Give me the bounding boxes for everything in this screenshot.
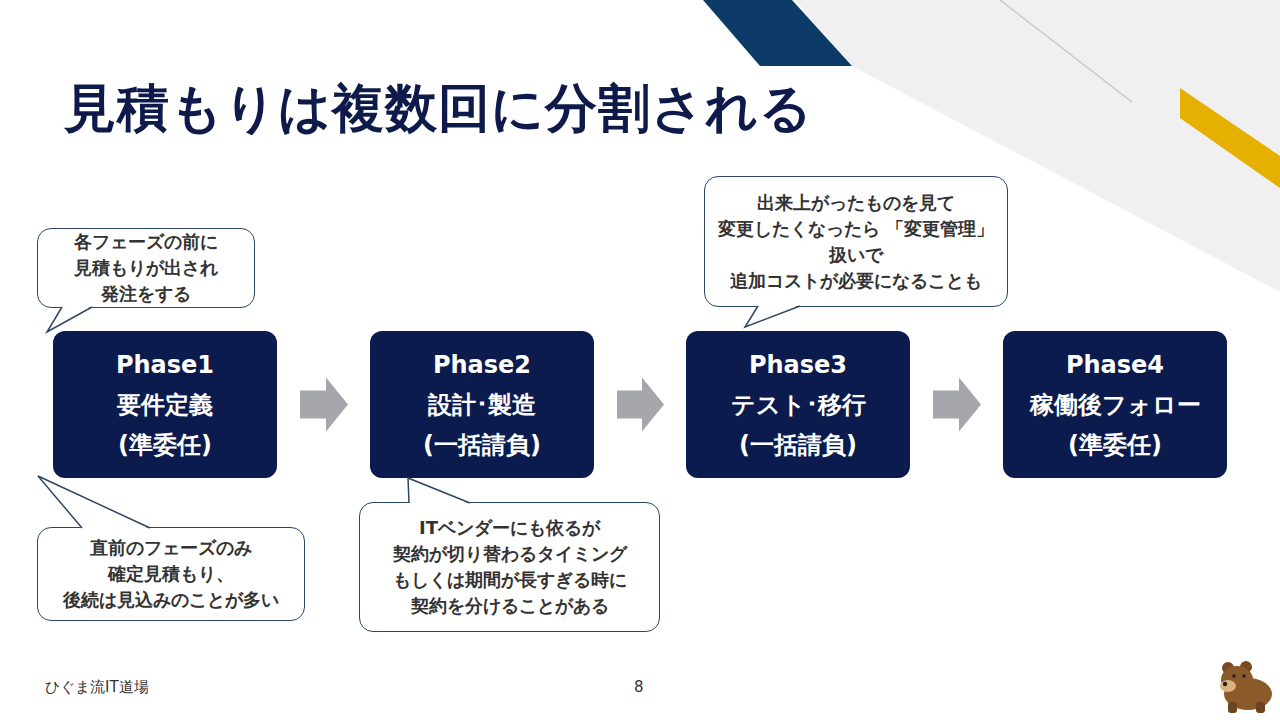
callout-tail <box>745 305 800 327</box>
block-arrow <box>617 378 664 432</box>
yellow-stripe <box>1180 88 1280 188</box>
callout-text: 出来上がったものを見て 変更したくなったら 「変更管理」扱いで 追加コストが必要… <box>705 190 1007 294</box>
callout-text-holder: 直前のフェーズのみ 確定見積もり、 後続は見込みのことが多い <box>38 535 304 613</box>
callout-tail <box>408 478 470 503</box>
callout-tail <box>745 306 800 327</box>
phase-box: Phase3テスト･移行(一括請負) <box>686 331 910 478</box>
phase-heading: Phase4 <box>1066 345 1164 385</box>
speech-callout: 直前のフェーズのみ 確定見積もり、 後続は見込みのことが多い <box>37 527 305 621</box>
callout-text: 直前のフェーズのみ 確定見積もり、 後続は見込みのことが多い <box>38 535 304 613</box>
thin-line <box>1000 0 1132 102</box>
callout-tail <box>47 306 92 332</box>
callout-tail <box>408 478 470 504</box>
speech-callout: 出来上がったものを見て 変更したくなったら 「変更管理」扱いで 追加コストが必要… <box>704 176 1008 307</box>
callout-tail <box>38 476 150 529</box>
callout-text-holder: 出来上がったものを見て 変更したくなったら 「変更管理」扱いで 追加コストが必要… <box>705 190 1007 294</box>
block-arrow <box>300 378 348 432</box>
phase-box: Phase4稼働後フォロー(準委任) <box>1003 331 1227 478</box>
speech-callout: 各フェーズの前に 見積もりが出され 発注をする <box>37 228 255 308</box>
phase-body: (一括請負) <box>423 425 541 465</box>
slide-title: 見積もりは複数回に分割される <box>64 74 813 144</box>
phase-heading: Phase2 <box>433 345 531 385</box>
callout-text: 各フェーズの前に 見積もりが出され 発注をする <box>38 229 254 307</box>
callout-text-holder: 各フェーズの前に 見積もりが出され 発注をする <box>38 229 254 307</box>
callout-text-holder: ITベンダーにも依るが 契約が切り替わるタイミング もしくは期間が長すぎる時に … <box>360 515 659 619</box>
callout-text: ITベンダーにも依るが 契約が切り替わるタイミング もしくは期間が長すぎる時に … <box>360 515 659 619</box>
phase-box: Phase2設計･製造(一括請負) <box>370 331 594 478</box>
phase-body: 要件定義 <box>117 385 213 425</box>
speech-callout: ITベンダーにも依るが 契約が切り替わるタイミング もしくは期間が長すぎる時に … <box>359 502 660 632</box>
phase-body: (準委任) <box>118 425 212 465</box>
phase-body: テスト･移行 <box>731 385 866 425</box>
phase-box: Phase1要件定義(準委任) <box>53 331 277 478</box>
callout-tail <box>38 476 150 528</box>
phase-body: 稼働後フォロー <box>1030 385 1201 425</box>
phase-body: (一括請負) <box>739 425 857 465</box>
page-number: 8 <box>634 678 644 696</box>
footer-text: ひぐま流IT道場 <box>45 678 149 697</box>
navy-stripe <box>703 0 852 66</box>
callout-tail <box>47 307 92 332</box>
phase-body: (準委任) <box>1068 425 1162 465</box>
phase-body: 設計･製造 <box>428 385 536 425</box>
phase-heading: Phase1 <box>116 345 214 385</box>
bear-illustration <box>1214 656 1274 714</box>
block-arrow <box>933 378 981 432</box>
phase-heading: Phase3 <box>749 345 847 385</box>
